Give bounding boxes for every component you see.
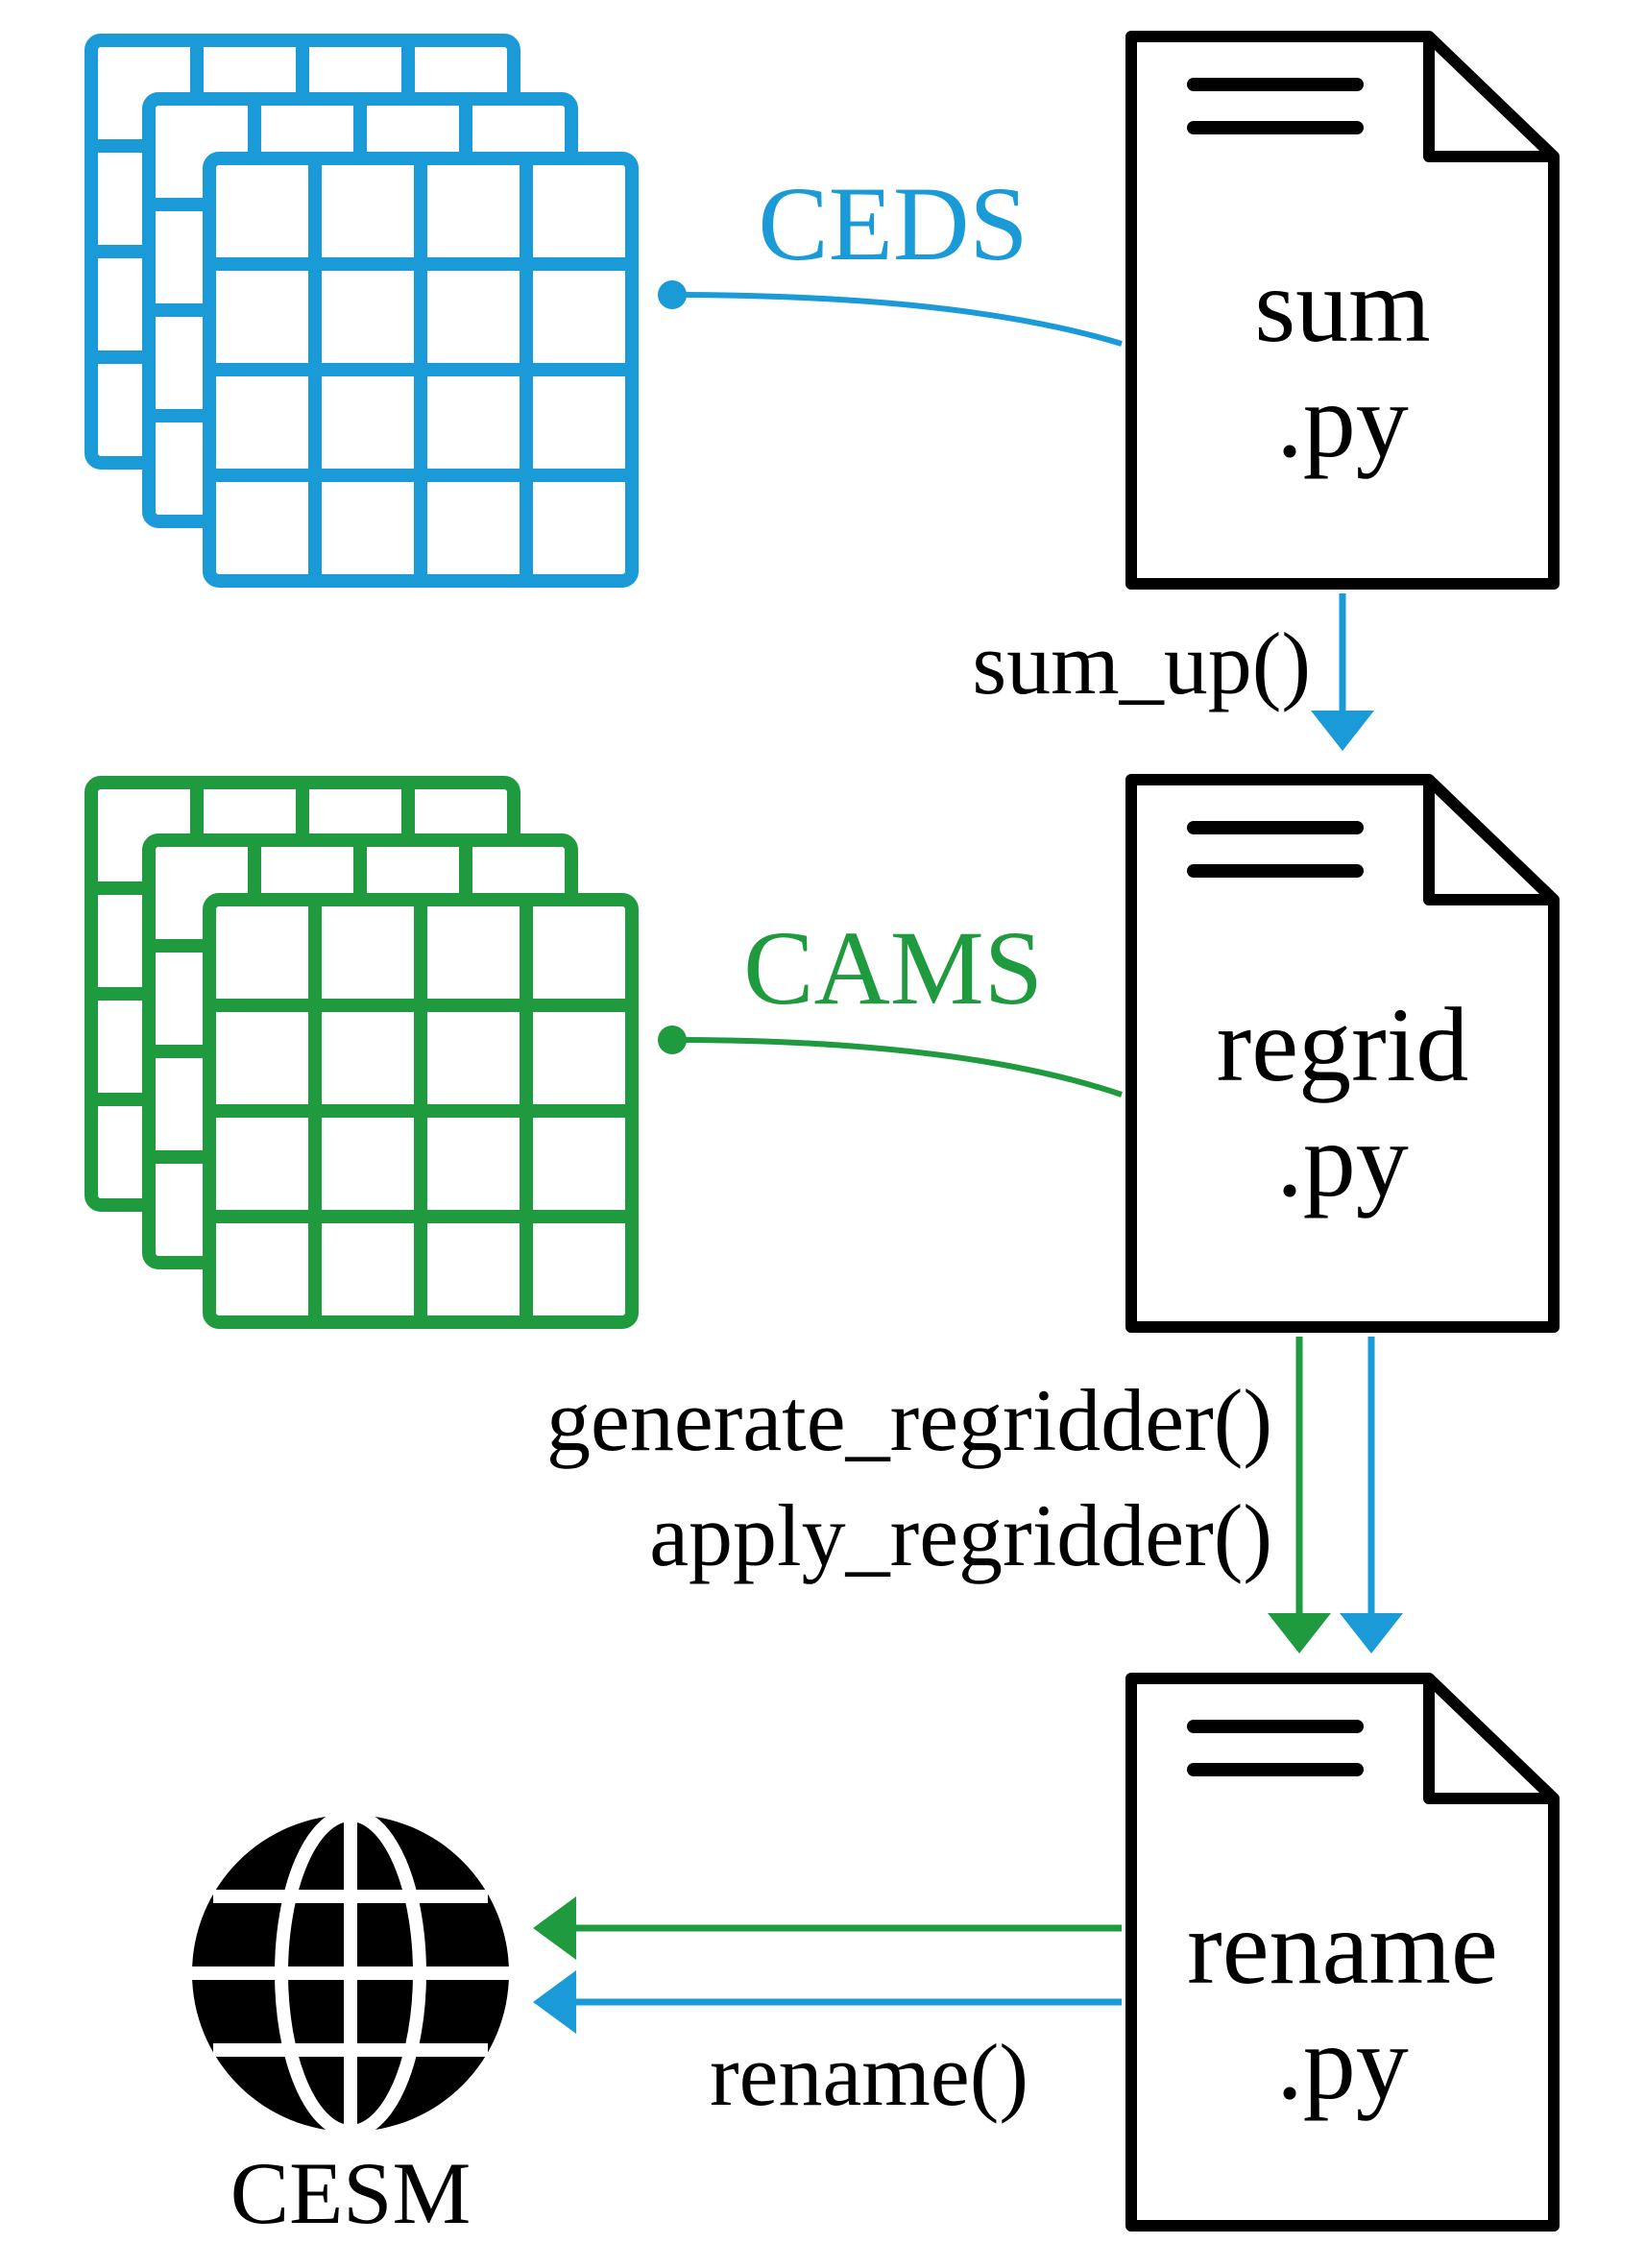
cams-grid-stack-icon xyxy=(91,783,632,1322)
cesm-globe-icon xyxy=(192,1808,509,2138)
sum-up-function-label: sum_up() xyxy=(972,615,1311,712)
rename-to-cesm-blue-arrow xyxy=(533,1970,1122,2034)
sum-py-name: sum xyxy=(1254,247,1430,364)
generate-regridder-function-label: generate_regridder() xyxy=(546,1371,1272,1469)
cams-connector xyxy=(658,1025,1123,1098)
regrid-py-ext: .py xyxy=(1276,1101,1409,1218)
rename-py-ext: .py xyxy=(1276,2004,1409,2121)
regrid-py-name: regrid xyxy=(1217,986,1469,1103)
ceds-label: CEDS xyxy=(758,165,1028,282)
cesm-label: CESM xyxy=(230,2144,472,2242)
regrid-to-rename-blue-arrow xyxy=(1340,1337,1403,1653)
cams-label: CAMS xyxy=(743,909,1043,1026)
ceds-grid-stack-icon xyxy=(91,40,632,581)
regrid-to-rename-green-arrow xyxy=(1268,1337,1331,1653)
ceds-connector xyxy=(658,280,1123,347)
apply-regridder-function-label: apply_regridder() xyxy=(649,1486,1272,1584)
rename-function-label: rename() xyxy=(710,2026,1028,2124)
sum-py-ext: .py xyxy=(1276,362,1409,479)
rename-to-cesm-green-arrow xyxy=(533,1896,1122,1960)
rename-py-name: rename xyxy=(1187,1889,1498,2006)
sum-to-regrid-arrow xyxy=(1311,593,1374,751)
